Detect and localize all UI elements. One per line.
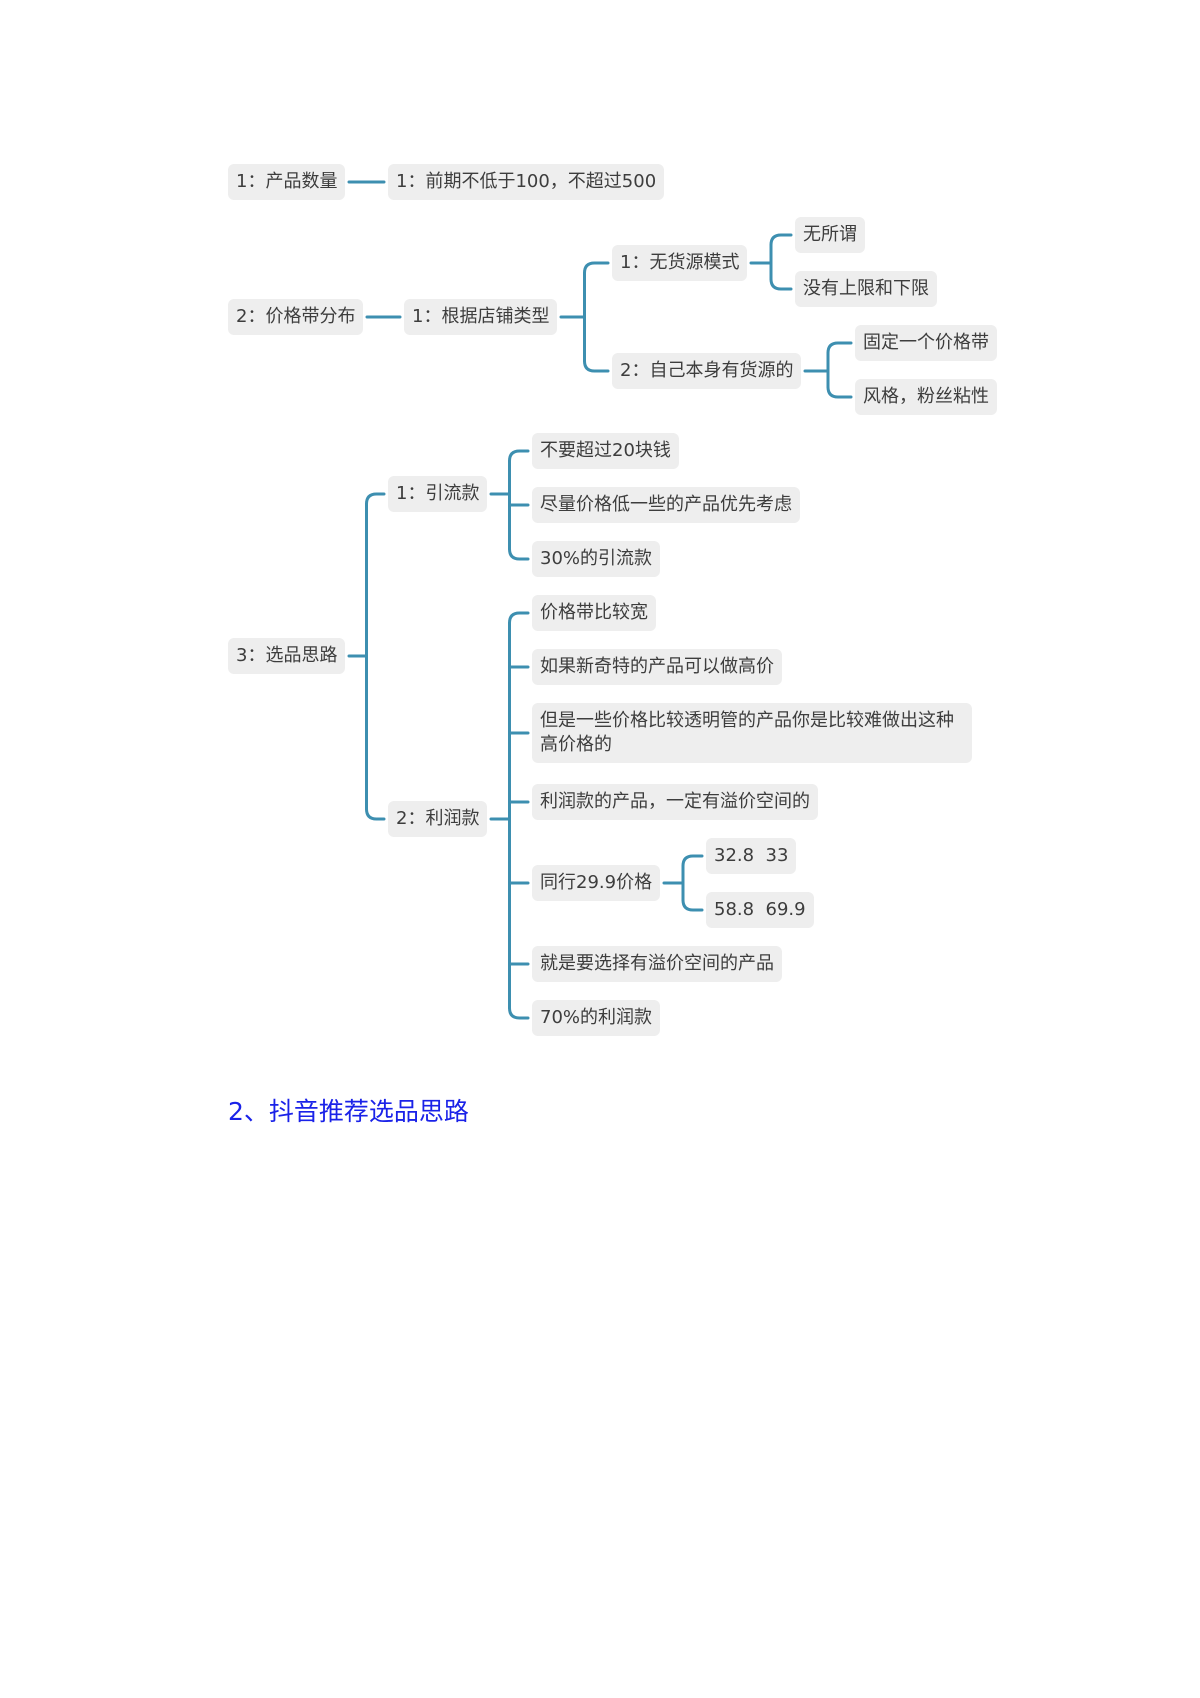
node-peer-price-value: 32.8 33: [706, 838, 797, 874]
node-profit-item: 利润款的产品，一定有溢价空间的: [532, 784, 818, 820]
connector-selection-idea: [365, 807, 386, 821]
node-profit-item: 但是一些价格比较透明管的产品你是比较难做出这种高价格的: [532, 703, 972, 763]
connector-no-source: [769, 277, 793, 291]
node-product-count: 1：产品数量: [228, 164, 346, 200]
node-no-source-item: 没有上限和下限: [795, 271, 937, 307]
node-traffic-item: 尽量价格低一些的产品优先考虑: [532, 487, 800, 523]
node-no-source-mode: 1：无货源模式: [612, 245, 748, 281]
node-store-type: 1：根据店铺类型: [404, 299, 558, 335]
connector-store-type: [583, 261, 610, 275]
node-profit-item: 价格带比较宽: [532, 595, 656, 631]
node-peer-price: 同行29.9价格: [532, 865, 661, 901]
connector-profit: [508, 611, 530, 625]
connector-traffic: [508, 449, 530, 463]
node-peer-price-value: 58.8 69.9: [706, 892, 814, 928]
connector-profit: [508, 1006, 530, 1020]
node-profit-item: 就是要选择有溢价空间的产品: [532, 946, 782, 982]
node-traffic-item: 30%的引流款: [532, 541, 661, 577]
connector-store-type: [583, 359, 610, 373]
connector-own-source: [826, 341, 853, 355]
node-profit-item: 70%的利润款: [532, 1000, 661, 1036]
node-own-source-item: 风格，粉丝粘性: [855, 379, 997, 415]
node-no-source-item: 无所谓: [795, 217, 865, 253]
connector-no-source: [769, 233, 793, 247]
node-profit-product: 2：利润款: [388, 801, 488, 837]
node-own-source-item: 固定一个价格带: [855, 325, 997, 361]
connector-traffic: [508, 547, 530, 561]
node-own-source-mode: 2：自己本身有货源的: [612, 353, 802, 389]
connector-peer-price: [681, 898, 704, 912]
node-traffic-product: 1：引流款: [388, 476, 488, 512]
node-selection-idea: 3：选品思路: [228, 638, 346, 674]
connector-peer-price: [681, 854, 704, 868]
node-product-count-rule: 1：前期不低于100，不超过500: [388, 164, 665, 200]
node-profit-item: 如果新奇特的产品可以做高价: [532, 649, 782, 685]
node-traffic-item: 不要超过20块钱: [532, 433, 679, 469]
connector-own-source: [826, 385, 853, 399]
connector-selection-idea: [365, 492, 386, 506]
section-heading: 2、抖音推荐选品思路: [228, 1097, 469, 1126]
node-price-band: 2：价格带分布: [228, 299, 364, 335]
